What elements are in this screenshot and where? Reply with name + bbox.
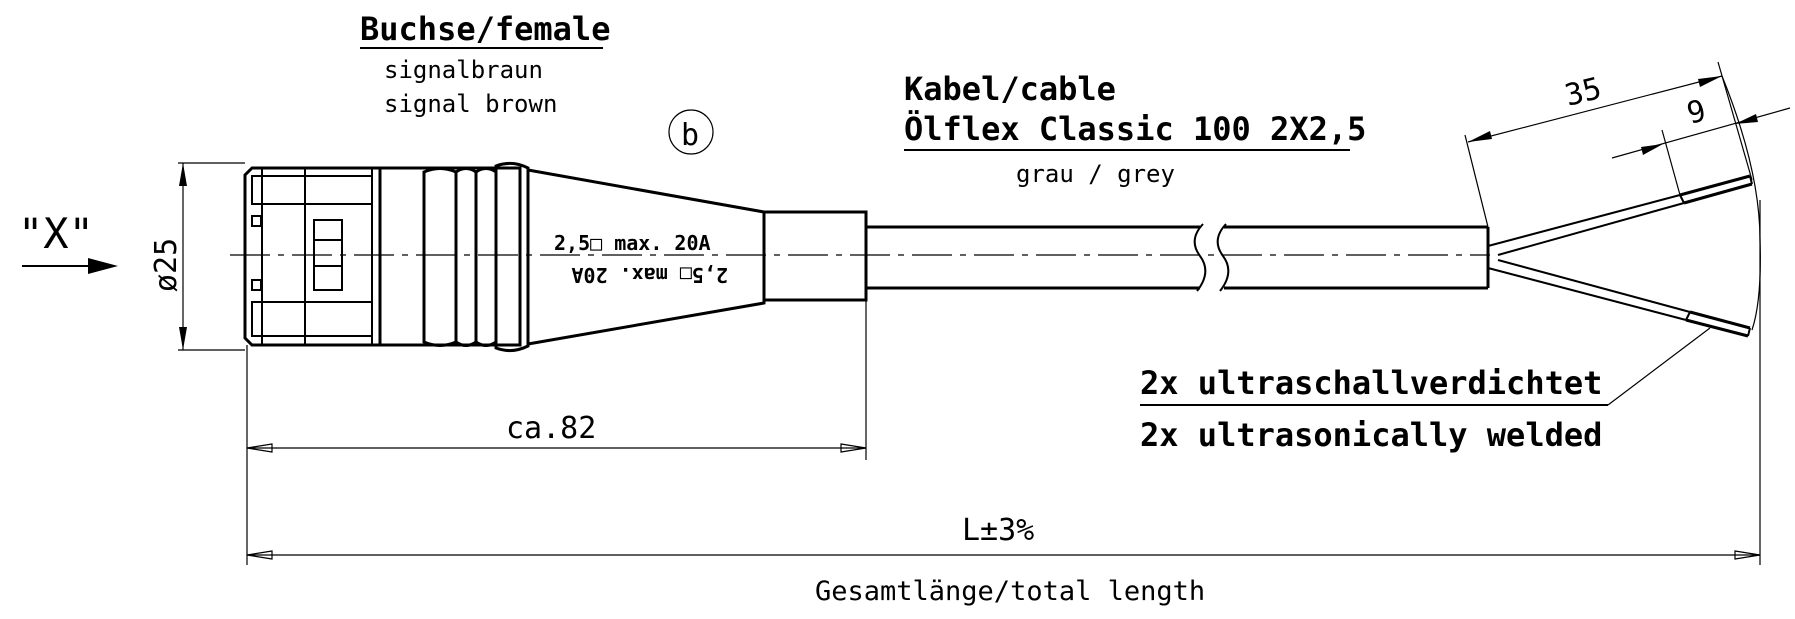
rating-bottom: 2,5□ max. 20A (571, 263, 728, 287)
note-line2: 2x ultrasonically welded (1140, 416, 1602, 454)
strip-length-dimension (1464, 61, 1761, 331)
variant-label: b (681, 118, 699, 153)
diameter-label: ø25 (149, 238, 184, 292)
note-leader-diagonal (1607, 327, 1711, 406)
connector-body (243, 161, 868, 353)
diameter-dimension (178, 162, 245, 351)
cable-color: grau / grey (1016, 160, 1175, 188)
note-line1: 2x ultraschallverdichtet (1140, 364, 1602, 402)
connector-color-en: signal brown (384, 90, 557, 118)
variant-circle (668, 109, 714, 155)
cable-type: Ölflex Classic 100 2X2,5 (904, 110, 1366, 148)
connector-title: Buchse/female (360, 10, 610, 48)
cable-title: Kabel/cable (904, 70, 1116, 108)
total-length-label: L±3% (962, 513, 1034, 548)
wire-strip-label: 9 (1683, 93, 1709, 131)
connector-color-de: signalbraun (384, 56, 543, 84)
wire-strip-dimension (1611, 107, 1791, 196)
rating-top: 2,5□ max. 20A (554, 231, 711, 255)
wires (1487, 174, 1753, 338)
view-arrowhead (88, 258, 118, 274)
connector-length-label: ca.82 (506, 411, 596, 446)
connector-length-dimension (246, 300, 867, 460)
view-label: "X" (18, 209, 94, 258)
strip-length-label: 35 (1561, 71, 1605, 114)
total-length-description: Gesamtlänge/total length (815, 576, 1205, 607)
cable-body (866, 223, 1490, 292)
